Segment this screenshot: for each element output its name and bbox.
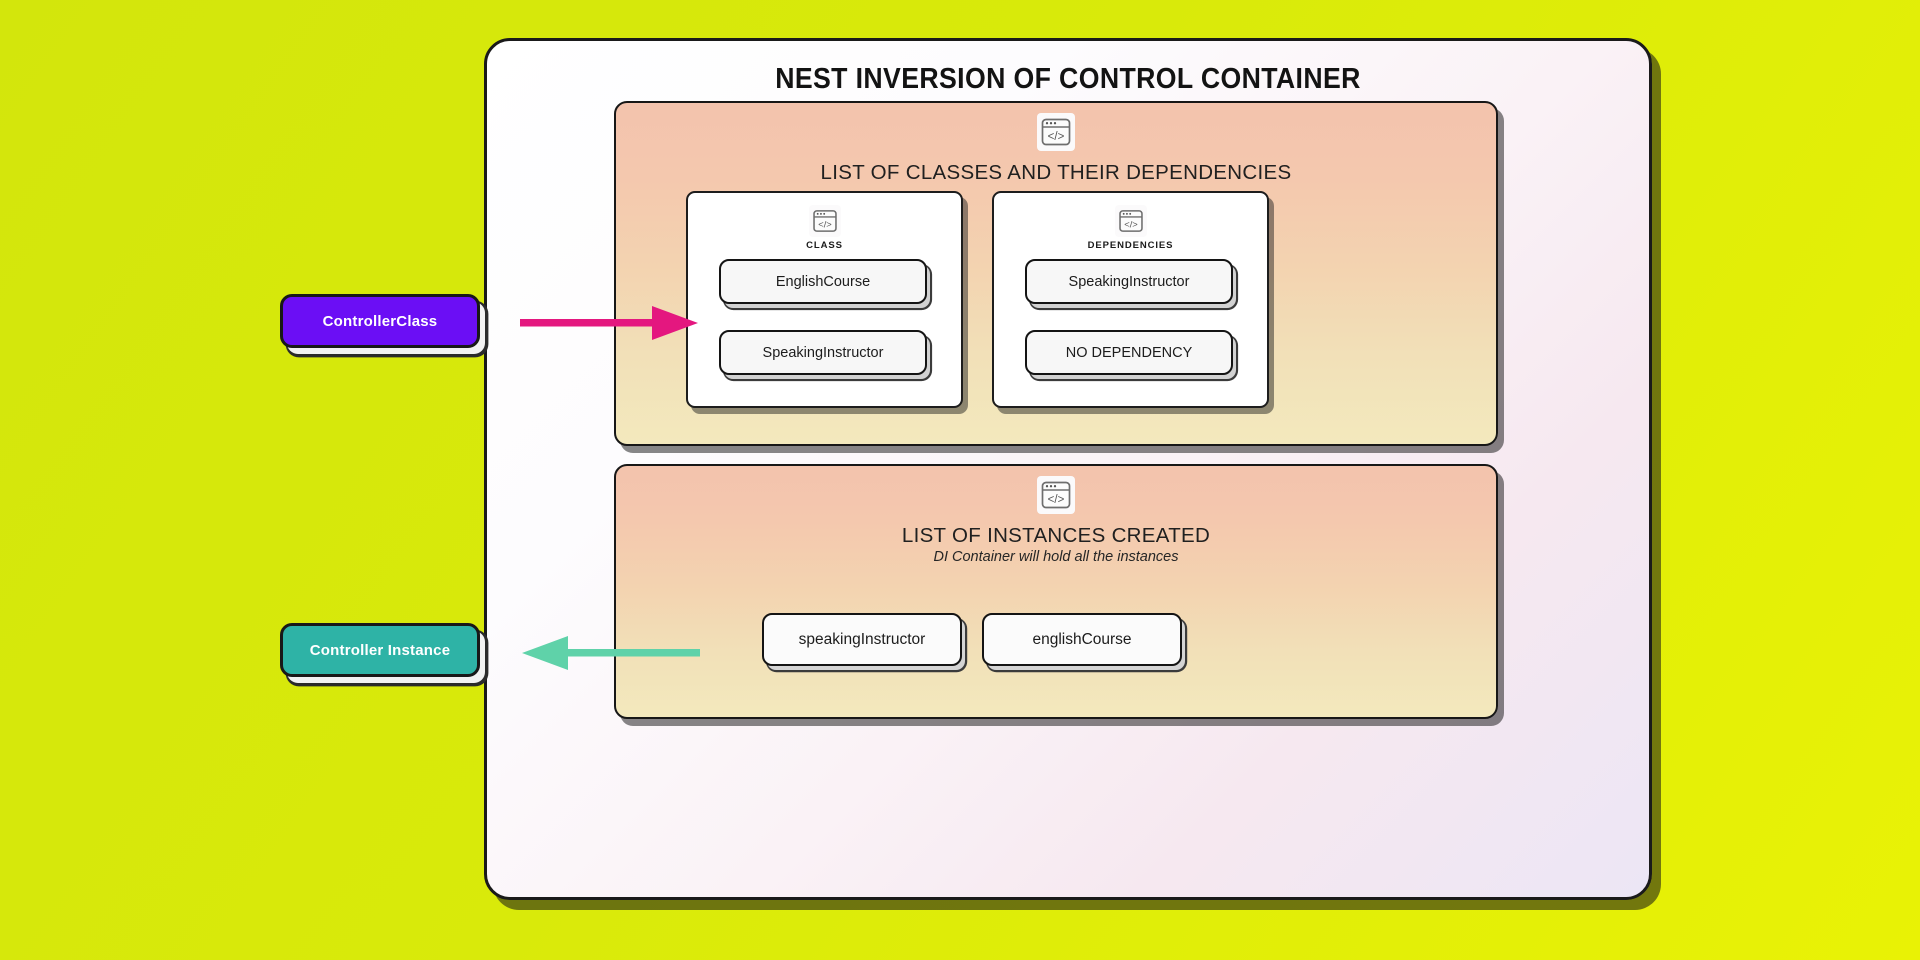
column-label-dependencies: DEPENDENCIES	[1087, 240, 1174, 251]
controller-instance-button[interactable]: Controller Instance	[280, 623, 480, 677]
code-window-icon: </>	[1114, 205, 1147, 237]
panel-heading-instances: LIST OF INSTANCES CREATED	[901, 524, 1211, 547]
panel-subheading-instances: DI Container will hold all the instances	[933, 549, 1179, 565]
panel-classes-and-dependencies: </> LIST OF CLASSES AND THEIR DEPENDENCI…	[614, 101, 1498, 446]
code-window-icon: </>	[1037, 113, 1075, 151]
controller-class-label: ControllerClass	[322, 312, 438, 330]
instance-chip[interactable]: speakingInstructor	[762, 613, 962, 666]
code-window-icon: </>	[1037, 476, 1075, 514]
arrow-left-green-icon	[520, 630, 700, 676]
panel-instances-created: </> LIST OF INSTANCES CREATED DI Contain…	[614, 464, 1498, 719]
svg-text:</>: </>	[1048, 131, 1065, 143]
class-chip[interactable]: SpeakingInstructor	[719, 330, 927, 375]
dependency-chip[interactable]: NO DEPENDENCY	[1025, 330, 1233, 375]
controller-class-button[interactable]: ControllerClass	[280, 294, 480, 348]
svg-text:</>: </>	[1124, 220, 1138, 230]
controller-instance-label: Controller Instance	[309, 641, 451, 659]
svg-text:</>: </>	[1048, 494, 1065, 506]
dependency-chip[interactable]: SpeakingInstructor	[1025, 259, 1233, 304]
column-dependencies: </> DEPENDENCIES SpeakingInstructor NO D…	[992, 191, 1269, 408]
main-container-card: NEST INVERSION OF CONTROL CONTAINER </> …	[484, 38, 1652, 900]
code-window-icon: </>	[808, 205, 841, 237]
panel-heading-classes: LIST OF CLASSES AND THEIR DEPENDENCIES	[820, 161, 1292, 184]
instance-chip[interactable]: englishCourse	[982, 613, 1182, 666]
svg-text:</>: </>	[818, 220, 832, 230]
arrow-right-pink-icon	[520, 300, 700, 346]
page-title: NEST INVERSION OF CONTROL CONTAINER	[775, 63, 1361, 95]
column-class: </> CLASS EnglishCourse SpeakingInstruct…	[686, 191, 963, 408]
class-chip[interactable]: EnglishCourse	[719, 259, 927, 304]
column-label-class: CLASS	[806, 240, 843, 251]
